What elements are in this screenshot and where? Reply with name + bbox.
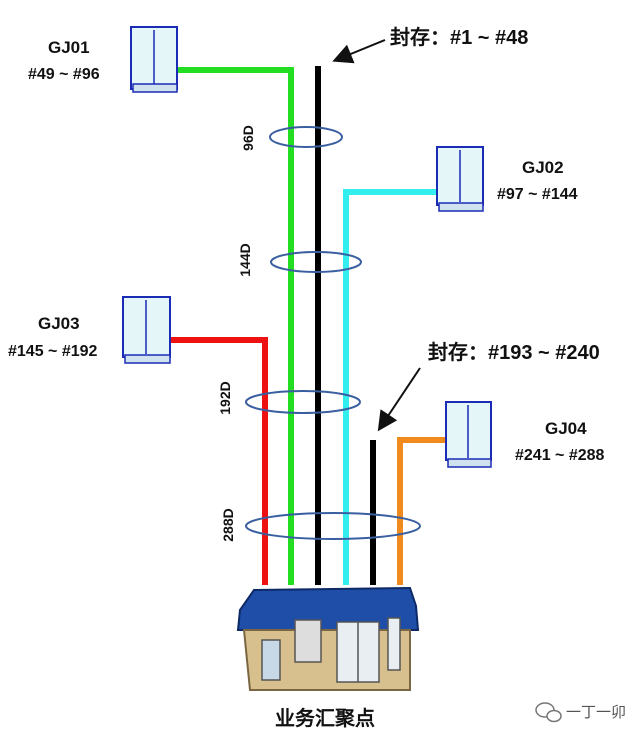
cable-gj02 bbox=[343, 189, 436, 585]
cable-gj03 bbox=[171, 337, 268, 585]
cabinet-icon bbox=[122, 296, 171, 364]
capacity-ring-288d bbox=[245, 512, 421, 540]
building-label: 业务汇聚点 bbox=[275, 708, 375, 730]
cabinet-gj01-label: GJ01 bbox=[48, 38, 90, 57]
capacity-ring-192d bbox=[245, 390, 361, 414]
cabinet-icon bbox=[130, 26, 178, 93]
cabinet-gj01-range: #49 ~ #96 bbox=[28, 66, 100, 83]
cabinet-gj03-range: #145 ~ #192 bbox=[8, 343, 98, 360]
cabinet-icon bbox=[445, 401, 492, 468]
capacity-label-192d: 192D bbox=[217, 381, 233, 415]
building-icon bbox=[236, 586, 420, 691]
cabinet-gj02-range: #97 ~ #144 bbox=[497, 186, 578, 203]
capacity-label-288d: 288D bbox=[220, 508, 236, 542]
sealed-label-2: 封存：#193 ~ #240 bbox=[428, 342, 600, 364]
cabinet-gj03-label: GJ03 bbox=[38, 314, 80, 333]
wechat-icon bbox=[535, 702, 562, 723]
capacity-label-96d: 96D bbox=[240, 125, 256, 151]
cabinet-gj04-range: #241 ~ #288 bbox=[515, 447, 605, 464]
cabinet-gj02-label: GJ02 bbox=[522, 158, 564, 177]
capacity-ring-144d bbox=[270, 251, 362, 273]
cabinet-icon bbox=[436, 146, 484, 212]
arrow-icon bbox=[332, 39, 386, 64]
arrow-icon bbox=[377, 367, 421, 432]
capacity-label-144d: 144D bbox=[237, 243, 253, 277]
sealed-label-1: 封存：#1 ~ #48 bbox=[390, 27, 529, 49]
cable-gj04 bbox=[397, 437, 446, 585]
capacity-ring-96d bbox=[269, 126, 343, 148]
watermark-text: 一丁一卯 bbox=[566, 704, 627, 721]
cabinet-gj04-label: GJ04 bbox=[545, 419, 587, 438]
